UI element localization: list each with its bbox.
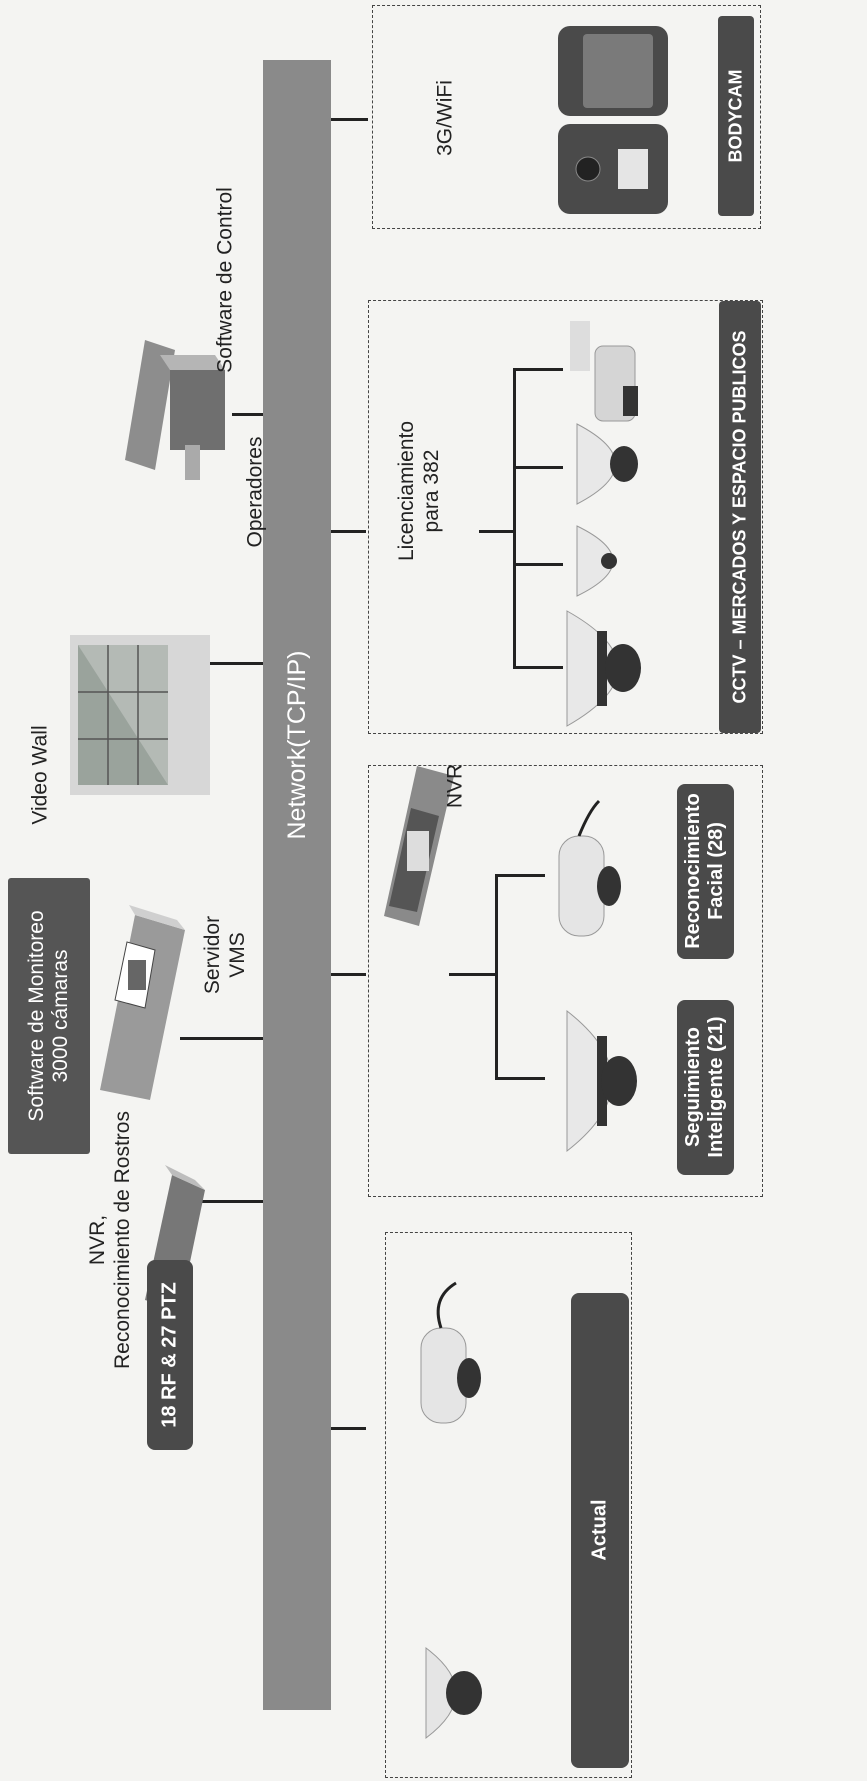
nvr-branch-1 [495, 874, 545, 877]
cctv-branch-4 [513, 666, 563, 669]
cctv-box: Licenciamiento para 382 CCTV – MERCADOS … [368, 300, 763, 734]
monitoring-software-badge: Software de Monitoreo 3000 cámaras [8, 878, 90, 1154]
bullet-camera [570, 321, 638, 422]
dome-camera [425, 1646, 482, 1740]
actual-badge: Actual [571, 1293, 629, 1768]
operators-label: Operadores [243, 436, 267, 548]
connectivity-label: 3G/WiFi [433, 80, 457, 156]
link-cctv-box [331, 530, 366, 533]
video-wall-label: Video Wall [28, 725, 52, 825]
cctv-branch-stem [479, 530, 515, 533]
cctv-title-badge: CCTV – MERCADOS Y ESPACIO PUBLICOS [719, 301, 761, 733]
vms-server-device [100, 905, 185, 1100]
bodycam-box: 3G/WiFi BODYCAM [372, 5, 761, 229]
bodycam-title-badge: BODYCAM [718, 16, 754, 216]
bullet-camera [420, 1281, 481, 1424]
nvr-branch-stem [449, 973, 497, 976]
cctv-branch-bar [513, 368, 516, 668]
link-nvr-box [331, 973, 366, 976]
dome-camera [576, 423, 638, 505]
nvr-branch-2 [495, 1077, 545, 1080]
licensing-label: Licenciamiento para 382 [394, 420, 443, 562]
link-operators [232, 413, 263, 416]
operators-workstation-device [125, 340, 225, 480]
cctv-branch-2 [513, 466, 563, 469]
video-wall-device [70, 635, 210, 795]
link-video-wall [208, 662, 263, 665]
cctv-branch-3 [513, 563, 563, 566]
ptz-badge: 18 RF & 27 PTZ [147, 1260, 193, 1450]
link-actual [331, 1427, 366, 1430]
nvr-faces-label: NVR, Reconocimiento de Rostros [85, 1111, 134, 1369]
dome-camera [566, 610, 641, 727]
actual-box: Actual [385, 1232, 632, 1778]
control-software-label: Software de Control [213, 187, 237, 373]
bullet-camera [558, 799, 621, 937]
cctv-branch-1 [513, 368, 563, 371]
bodycam-front-device [558, 26, 668, 116]
monitoring-software-line1: Software de Monitoreo [25, 910, 48, 1122]
link-nvr-faces [195, 1200, 263, 1203]
nvr-branch-bar [495, 874, 498, 1079]
vms-server-label: Servidor VMS [200, 915, 249, 995]
bodycam-back-device [558, 124, 668, 214]
nvr-label: NVR [443, 763, 467, 809]
link-bodycam-box [331, 118, 368, 121]
facial-recognition-badge: Reconocimiento Facial (28) [677, 784, 734, 959]
intelligent-tracking-badge: Seguimiento Inteligente (21) [677, 1000, 734, 1175]
fisheye-camera [576, 525, 617, 597]
network-bus [263, 60, 331, 1710]
nvr-device [384, 766, 454, 926]
nvr-box: NVR Reconocimiento Facial (28) Seguimien… [368, 763, 763, 1197]
link-vms-server [180, 1037, 263, 1040]
network-label: Network(TCP/IP) [283, 650, 311, 840]
dome-camera [566, 1009, 637, 1153]
monitoring-software-line2: 3000 cámaras [49, 949, 72, 1083]
